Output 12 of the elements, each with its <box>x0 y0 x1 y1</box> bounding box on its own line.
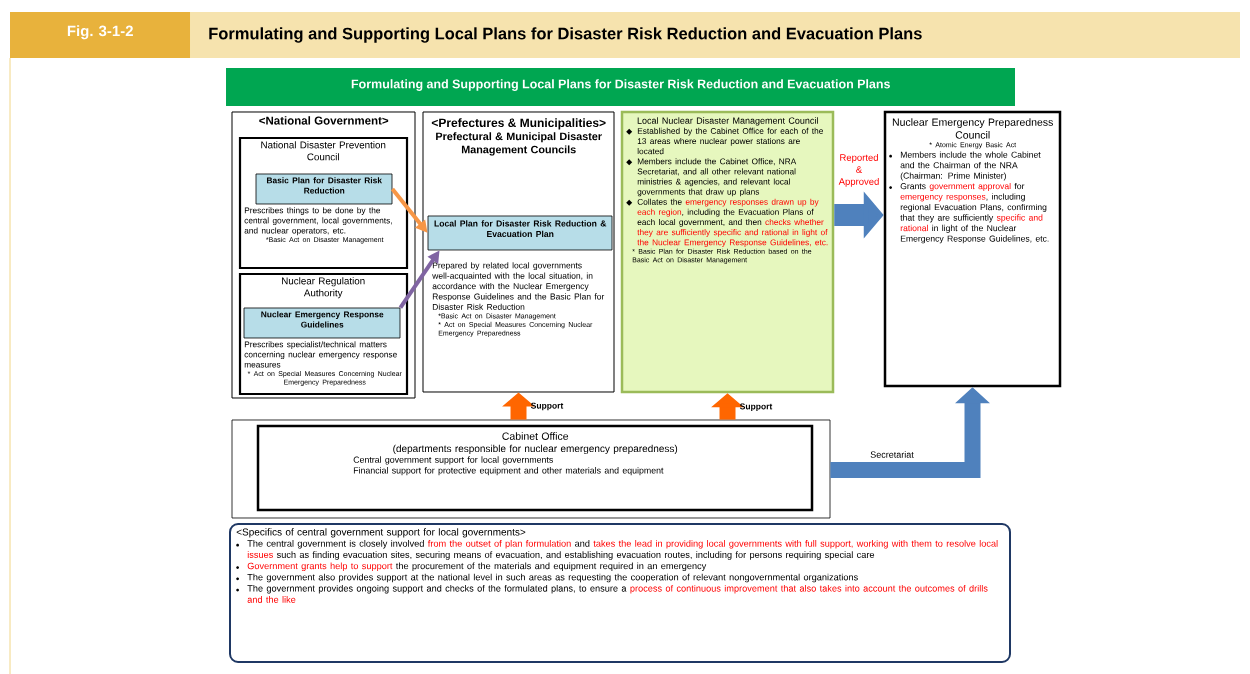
plan-box: Nuclear Emergency Response Guidelines <box>243 307 401 339</box>
notes-box: <Specifics of central government support for local governments> The central government is closely involved from the outset of plan formulation and takes the lead in providing local governments with full support, working with them to resolve local issues such as finding evacuation sites, securing means of evacuation, and establishing evacuation routes, including for persons requiring special care Government grants help to support the procurement of the materials and equipment required in an emergency The government also provides support at the national level in such areas as requesting the cooperation of relevant nongovernmental organizations The government provides ongoing support and checks of the formulated plans, to ensure a process of continuous improvement that also takes into account the outcomes of drills and the like <box>229 523 1011 663</box>
edge-label: Secretariat <box>870 451 914 458</box>
edge-label: Support <box>530 402 564 411</box>
figure-tab: Fig. 3-1-2 <box>10 12 190 58</box>
office-box: Cabinet Office (departments responsible for nuclear emergency preparedness) Central government support for local governments Financial support for protective equipment and other materials and equipment <box>256 424 814 512</box>
edge-label: Reported & Approved <box>838 153 879 187</box>
heading-band: Formulating and Supporting Local Plans for Disaster Risk Reduction and Evacuation Plans <box>226 68 1015 106</box>
plan-box: Local Plan for Disaster Risk Reduction & Evacuation Plan <box>427 215 613 251</box>
edge-label: Support <box>739 403 773 412</box>
title: Formulating and Supporting Local Plans for Disaster Risk Reduction and Evacuation Plans <box>209 27 922 43</box>
plan-box: Basic Plan for Disaster Risk Reduction <box>255 173 393 205</box>
